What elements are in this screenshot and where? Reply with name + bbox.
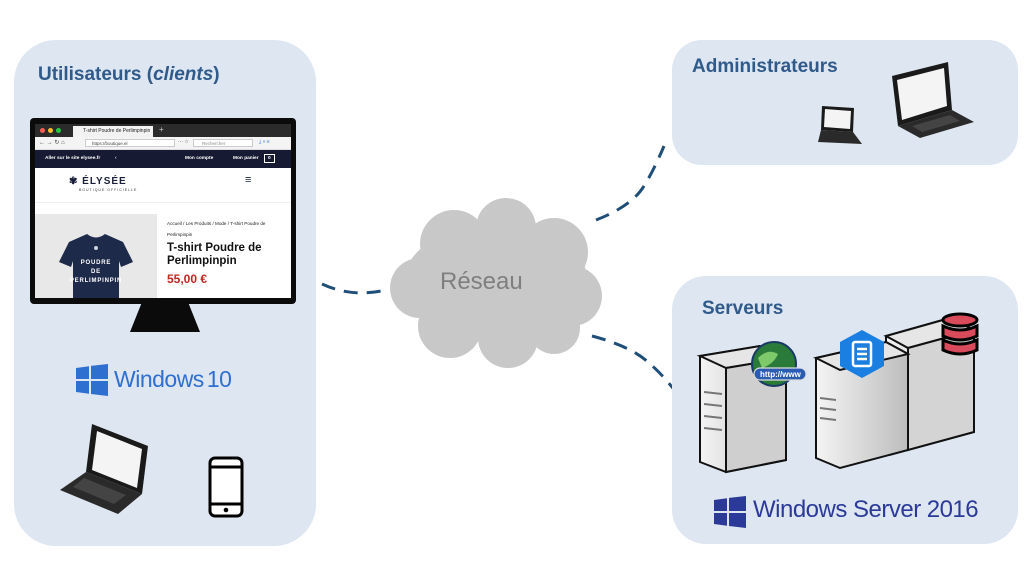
browser-tab[interactable]: T-shirt Poudre de Perlimpinpin <box>73 126 153 137</box>
admin-laptop-large-icon <box>892 62 974 138</box>
product-price: 55,00 € <box>167 272 208 286</box>
browser-tabbar: T-shirt Poudre de Perlimpinpin + <box>35 124 291 137</box>
site-logo: ✾ ÉLYSÉE <box>69 176 127 187</box>
tshirt-print-line1: POUDRE <box>80 260 112 266</box>
laptop-icon <box>60 424 148 514</box>
back-forward-icon[interactable]: ← → ↻ ⌂ <box>39 140 65 146</box>
site-logo-subtitle: BOUTIQUE OFFICIELLE <box>79 188 138 192</box>
site-navbar: Aller sur le site elysee.fr ‹ Mon compte… <box>35 150 291 168</box>
network-label: Réseau <box>440 268 523 295</box>
admin-laptop-small-icon <box>818 106 862 144</box>
close-dot-icon <box>40 128 45 133</box>
network-cloud-icon <box>390 198 602 368</box>
divider <box>35 202 291 203</box>
product-image: POUDRE DE PERLIMPINPIN <box>35 214 157 298</box>
windows-logo-icon <box>76 364 108 396</box>
admins-panel-title: Administrateurs <box>692 56 838 77</box>
product-title: T-shirt Poudre de Perlimpinpin <box>167 242 262 267</box>
link-network-admins <box>595 145 666 222</box>
maximize-dot-icon <box>56 128 61 133</box>
nav-account-link[interactable]: Mon compte <box>185 156 214 161</box>
tshirt-icon <box>59 234 133 298</box>
toolbar-menu-icon[interactable]: ⤓ » ≡ <box>259 139 270 145</box>
database-icon <box>941 312 979 356</box>
admins-panel <box>672 40 1018 165</box>
desktop-monitor: T-shirt Poudre de Perlimpinpin + ← → ↻ ⌂… <box>30 118 296 304</box>
servers-panel-title: Serveurs <box>702 298 784 319</box>
browser-window: T-shirt Poudre de Perlimpinpin + ← → ↻ ⌂… <box>35 124 291 298</box>
web-globe-icon <box>751 341 807 387</box>
breadcrumb[interactable]: Accueil / Les Produits / Mode / T-shirt … <box>167 221 266 237</box>
minimize-dot-icon <box>48 128 53 133</box>
web-globe-label: http://www <box>760 370 801 379</box>
search-field[interactable]: Rechercher <box>193 139 253 147</box>
document-hexagon-icon <box>840 330 884 378</box>
hamburger-menu-icon[interactable]: ≡ <box>245 174 252 186</box>
url-field[interactable]: https://boutique.el <box>85 139 175 147</box>
nav-cart-link[interactable]: Mon panier <box>233 156 259 161</box>
new-tab-icon[interactable]: + <box>159 125 164 134</box>
page-actions-icon[interactable]: ··· ☆ <box>178 139 189 145</box>
windows-server-logo-icon <box>714 496 746 528</box>
link-users-network <box>321 282 387 295</box>
logo-emblem-icon: ✾ <box>69 176 83 187</box>
tshirt-print-line2: DE <box>91 269 101 275</box>
users-panel-title: Utilisateurs (clients) <box>38 64 220 85</box>
nav-site-link[interactable]: Aller sur le site elysee.fr <box>45 156 101 161</box>
tshirt-print-line3: PERLIMPINPIN <box>69 278 123 284</box>
smartphone-icon <box>208 456 244 518</box>
browser-toolbar: ← → ↻ ⌂ https://boutique.el ··· ☆ Recher… <box>35 137 291 150</box>
monitor-stand-icon <box>130 302 200 332</box>
cart-count-badge: 0 <box>264 154 275 163</box>
nav-back-icon[interactable]: ‹ <box>115 156 117 161</box>
